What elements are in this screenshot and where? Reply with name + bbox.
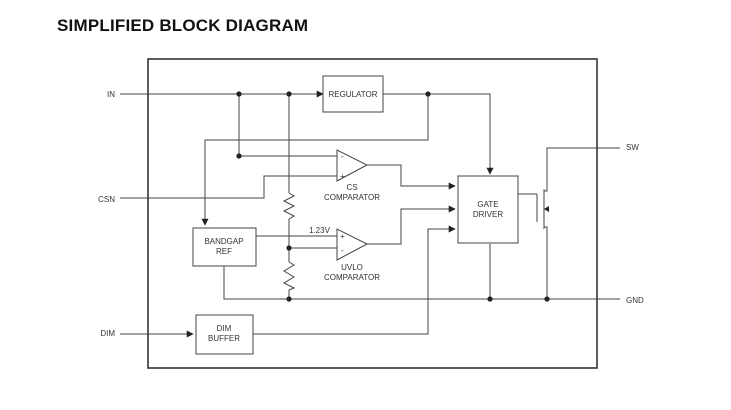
pin-sw-label: SW bbox=[626, 143, 639, 152]
dim-buffer-block: DIM BUFFER bbox=[195, 314, 254, 355]
resistor-lower bbox=[282, 261, 296, 291]
cs-comparator-label: COMPARATOR bbox=[324, 193, 380, 202]
reference-voltage-label: 1.23V bbox=[309, 226, 331, 235]
cs-minus-sign: - bbox=[341, 152, 344, 161]
pin-dim: DIM bbox=[100, 329, 115, 338]
pin-in-label: IN bbox=[107, 90, 115, 99]
junction-dots bbox=[236, 91, 550, 302]
uvlo-minus-sign: - bbox=[341, 246, 344, 255]
pin-in: IN bbox=[107, 90, 115, 99]
pin-csn: CSN bbox=[98, 195, 115, 204]
pin-csn-label: CSN bbox=[98, 195, 115, 204]
bandgap-label-line2: REF bbox=[216, 247, 232, 256]
pin-gnd-label: GND bbox=[626, 296, 644, 305]
gate-driver-block: GATE DRIVER bbox=[457, 175, 519, 244]
mosfet-arrow-icon bbox=[544, 206, 549, 212]
resistor-upper bbox=[282, 192, 296, 220]
pin-dim-label: DIM bbox=[100, 329, 115, 338]
dim-buffer-label-line1: DIM bbox=[217, 324, 232, 333]
uvlo-plus-sign: + bbox=[340, 232, 345, 241]
cs-plus-sign: + bbox=[340, 172, 345, 181]
pin-gnd: GND bbox=[626, 296, 644, 305]
uvlo-comparator-name: UVLO bbox=[341, 263, 363, 272]
regulator-label: REGULATOR bbox=[328, 90, 377, 99]
gate-driver-label-line2: DRIVER bbox=[473, 210, 503, 219]
regulator-block: REGULATOR bbox=[322, 75, 384, 113]
bandgap-ref-block: BANDGAP REF bbox=[192, 227, 257, 267]
cs-comparator: - + CS COMPARATOR bbox=[324, 149, 380, 202]
uvlo-comparator-label: COMPARATOR bbox=[324, 273, 380, 282]
diagram-title: SIMPLIFIED BLOCK DIAGRAM bbox=[57, 16, 309, 35]
uvlo-comparator: + - UVLO COMPARATOR bbox=[324, 228, 380, 282]
cs-comparator-name: CS bbox=[346, 183, 357, 192]
pin-sw: SW bbox=[626, 143, 639, 152]
ic-boundary bbox=[147, 58, 598, 369]
gate-driver-label-line1: GATE bbox=[477, 200, 498, 209]
dim-buffer-label-line2: BUFFER bbox=[208, 334, 240, 343]
bandgap-label-line1: BANDGAP bbox=[204, 237, 243, 246]
